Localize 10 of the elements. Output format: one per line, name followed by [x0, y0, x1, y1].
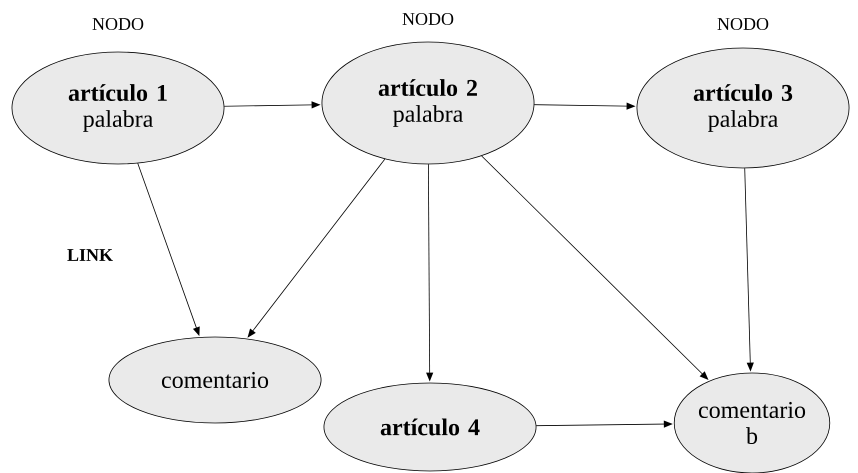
node-caption: NODO	[92, 18, 144, 30]
node-caption: NODO	[402, 12, 454, 26]
node-caption: NODO	[718, 18, 768, 30]
ellipse-node: artículo 2 palabra	[322, 42, 534, 164]
ellipse-node: artículo 4	[324, 382, 536, 472]
ellipse-node: artículo 3 palabra	[636, 48, 850, 168]
ellipse-node: comentario	[108, 336, 322, 424]
ellipse-node: artículo 1 palabra	[12, 52, 224, 164]
ellipse-node: comentario b	[674, 372, 830, 473]
link-label: LINK	[67, 249, 113, 261]
